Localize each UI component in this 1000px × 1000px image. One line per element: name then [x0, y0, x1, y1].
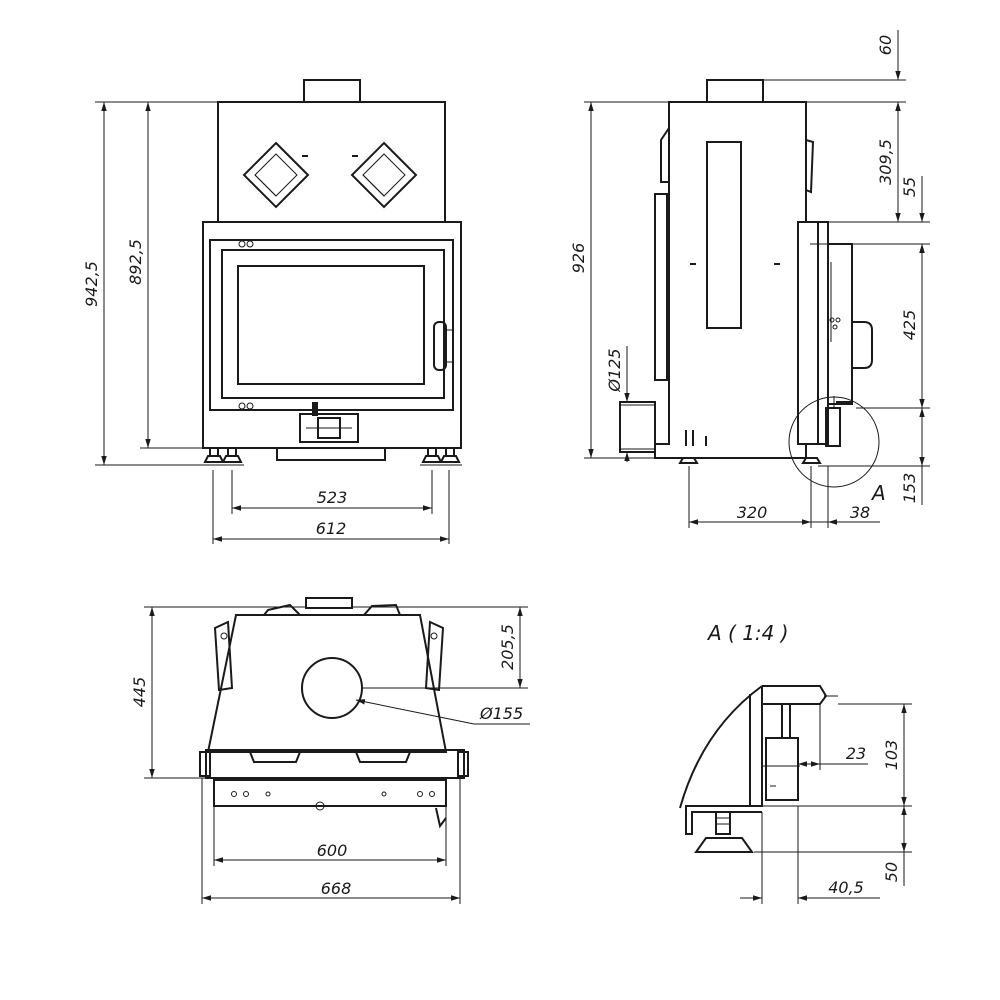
front-frame	[205, 749, 465, 779]
dim-door: 425	[900, 310, 919, 341]
side-bracket	[213, 620, 234, 692]
leveling-foot	[438, 447, 462, 466]
dim-bracket: 23	[846, 744, 866, 763]
flue-opening	[301, 657, 363, 719]
dim-outer-width: 668	[321, 879, 352, 898]
dim-air-inlet: Ø125	[605, 348, 624, 392]
dim-depth: 445	[130, 677, 149, 708]
front-view: 942,5 892,5 523 612	[82, 79, 462, 544]
dim-depth: 320	[737, 503, 768, 522]
dim-body-height: 892,5	[126, 239, 145, 285]
dim-top-section: 309,5	[876, 139, 895, 185]
ash-tray	[276, 447, 386, 461]
side-view: A 60 309,5 55 425 153 926 Ø125	[569, 30, 930, 528]
air-control-knob[interactable]	[299, 402, 359, 443]
dim-base: 153	[900, 473, 919, 504]
leveling-foot	[220, 447, 244, 466]
dim-total-height: 942,5	[82, 261, 101, 307]
dim-step: 55	[900, 177, 919, 197]
air-inlet	[619, 401, 656, 453]
side-body	[654, 101, 819, 459]
door-profile	[797, 221, 829, 445]
base-rail	[213, 779, 447, 807]
leveling-foot	[694, 811, 754, 853]
door-handle[interactable]	[852, 321, 873, 369]
dim-inner-width: 600	[317, 841, 348, 860]
handle-lever[interactable]	[435, 807, 447, 829]
dim-total-height: 926	[569, 243, 588, 274]
door-frame	[209, 239, 454, 411]
detail-view: A ( 1:4 ) 103 50 23 40,5	[679, 621, 912, 904]
dim-foot: 50	[882, 862, 901, 882]
foot-plate	[248, 751, 302, 763]
detail-title: A ( 1:4 )	[706, 621, 789, 645]
side-rail	[654, 193, 668, 381]
detail-marker: A	[870, 481, 886, 505]
dim-offset: 40,5	[828, 878, 864, 897]
dim-foot-offset: 38	[850, 503, 870, 522]
air-control[interactable]	[825, 407, 841, 447]
flue-collar	[706, 79, 764, 103]
air-vent-left	[242, 141, 310, 209]
detail-boundary	[679, 685, 763, 809]
top-view: 445 205,5 Ø155 600 668	[130, 597, 530, 904]
door-panel	[827, 243, 853, 405]
hood	[217, 101, 446, 223]
bracket	[762, 685, 828, 705]
dim-feet-spacing: 523	[317, 488, 348, 507]
flue-collar	[303, 79, 361, 103]
detail-circle	[788, 396, 880, 488]
leveling-foot	[678, 457, 699, 464]
side-window	[706, 141, 742, 329]
glass-panel	[237, 265, 425, 385]
side-bracket	[424, 620, 445, 692]
top-body	[206, 614, 448, 753]
dim-width: 612	[316, 519, 347, 538]
dim-height: 103	[882, 740, 901, 771]
dim-flue-diameter: Ø155	[479, 704, 523, 723]
flue-collar	[305, 597, 353, 609]
air-vent-right	[350, 141, 418, 209]
vent-bracket	[660, 124, 670, 183]
door-handle[interactable]	[433, 321, 452, 371]
foot-plate	[354, 751, 412, 763]
vent-bracket	[805, 138, 815, 194]
air-control-body	[765, 737, 799, 801]
dim-flue-height: 60	[876, 35, 895, 55]
dim-flue-offset: 205,5	[498, 624, 517, 670]
leveling-foot	[801, 457, 822, 464]
door	[221, 249, 445, 399]
